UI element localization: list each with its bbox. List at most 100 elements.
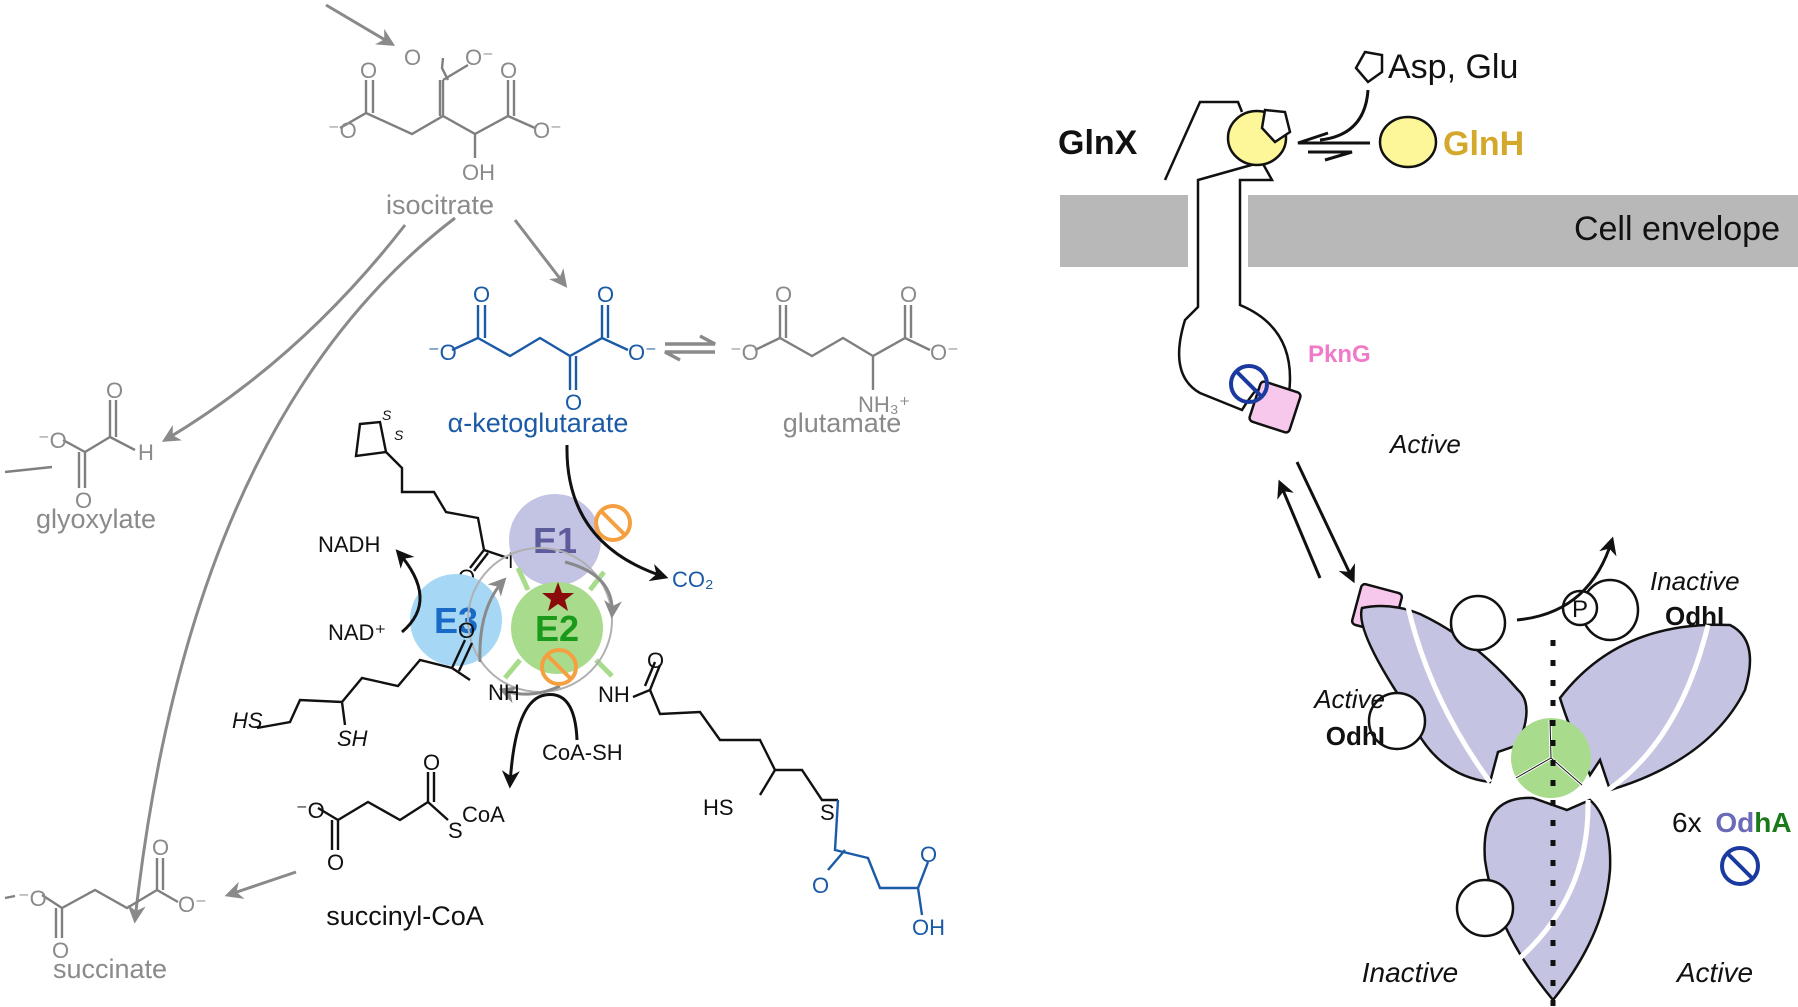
succinyl-coa-structure: ⁻O O O S CoA: [296, 750, 505, 875]
left-panel: ⁻O O O O⁻ O O⁻ OH isocitrate ⁻O O H O gl…: [4, 3, 959, 984]
atom-label: NH: [488, 680, 520, 705]
atom-label: HS: [703, 795, 734, 820]
pkng-arrow-down: [1295, 461, 1355, 584]
ligand-bound-icon: [1260, 108, 1292, 144]
bottom-left-state: Inactive: [1362, 957, 1459, 988]
atom-label: ⁻O: [730, 340, 759, 365]
glnh-free: [1378, 115, 1438, 169]
atom-label: O: [500, 58, 517, 83]
atom-label: S: [820, 800, 835, 825]
succinate-structure: ⁻O O O O⁻: [4, 835, 207, 963]
atom-label: O⁻: [930, 340, 959, 365]
svg-text:P: P: [1572, 596, 1588, 623]
atom-label: O: [360, 58, 377, 83]
active-pkng-label: Active: [1388, 429, 1461, 459]
cycle-arrow-bottom: [498, 684, 561, 704]
isocitrate-label: isocitrate: [386, 190, 494, 220]
atom-label: O: [152, 835, 169, 860]
release-arrow: [1516, 536, 1617, 622]
glnx-protein: [1163, 100, 1292, 412]
inhibit-icon: [1229, 364, 1269, 404]
arrow-to-succinyl-coa: [501, 693, 579, 789]
atom-label: O: [52, 938, 69, 963]
odha-part2: hA: [1754, 807, 1791, 838]
lipoyl-arm-right: NH O HS S O O OH: [598, 648, 945, 940]
atom-label: NH: [598, 682, 630, 707]
atom-label: OH: [912, 915, 945, 940]
cell-envelope-right: [1248, 195, 1798, 267]
atom-label: O: [327, 850, 344, 875]
atom-label: ⁻O: [18, 886, 47, 911]
atom-label: NH₃⁺: [858, 392, 910, 417]
odhi-inactive: P: [1561, 578, 1640, 642]
atom-label: O: [423, 750, 440, 775]
lipoyl-arm-left: HS SH O NH: [232, 618, 520, 751]
akg-label: α-ketoglutarate: [448, 408, 629, 438]
atom-label: O: [473, 282, 490, 307]
right-panel: Cell envelope GlnX Asp, Glu GlnH PknG Ac…: [1058, 48, 1798, 1007]
equilibrium-arrow-glnh: [1297, 131, 1370, 145]
glutamate-label: glutamate: [783, 408, 902, 438]
bottom-right-state: Active: [1675, 957, 1753, 988]
equilibrium-arrow-glnh-back: [1308, 150, 1353, 162]
e3-label: E3: [434, 600, 478, 641]
e2-label: E2: [535, 608, 579, 649]
odha-part1: Od: [1715, 807, 1754, 838]
arrow-to-glyoxylate: [161, 224, 407, 442]
atom-label: O: [647, 648, 664, 673]
arrow-akg-to-co2: [565, 444, 669, 582]
coa-sh-label: CoA-SH: [542, 740, 623, 765]
active-odhi-state: Active: [1312, 684, 1385, 714]
co2-label: CO₂: [672, 567, 714, 592]
odhi-bound: [1449, 594, 1507, 652]
nad-label: NAD⁺: [328, 620, 386, 645]
glyoxylate-label: glyoxylate: [36, 504, 156, 534]
atom-label: O: [106, 378, 123, 403]
odha-complex: [1359, 594, 1752, 1007]
atom-label: O: [458, 618, 475, 643]
cycle-arrow-left: [478, 577, 507, 663]
atom-label: ⁻O: [428, 340, 457, 365]
odhi-bound: [1455, 878, 1515, 938]
atom-label: O⁻: [533, 118, 562, 143]
atom-label: ⁻O: [296, 798, 325, 823]
arrow-to-succinate: [127, 216, 456, 924]
atom-label: O⁻: [465, 45, 494, 70]
atom-label: O: [812, 873, 829, 898]
e3-enzyme: E3: [410, 574, 502, 666]
glnh-label: GlnH: [1443, 125, 1524, 163]
odhi-bound: [1367, 691, 1427, 751]
succinate-label: succinate: [53, 954, 167, 984]
atom-label: CoA: [462, 802, 505, 827]
atom-label: O: [565, 390, 582, 415]
isocitrate-structure: ⁻O O O O⁻ O O⁻ OH: [328, 45, 562, 185]
ligand-icon: [1354, 50, 1384, 84]
inactive-odhi-state: Inactive: [1650, 566, 1740, 596]
atom-label: O: [920, 842, 937, 867]
odha-count-label: 6x OdhA: [1672, 807, 1792, 838]
inhibit-icon: [540, 648, 578, 686]
atom-label: ⁻O: [328, 118, 357, 143]
atom-label: ⁻O: [38, 428, 67, 453]
nadh-label: NADH: [318, 532, 380, 557]
e2-enzyme: E2: [503, 566, 614, 680]
arrow-to-succinate-2: [224, 870, 297, 899]
atom-label: O: [900, 282, 917, 307]
ligand-binding-arrow: [1319, 89, 1370, 142]
equilibrium-arrow: [664, 334, 716, 362]
atom-label: SH: [337, 726, 368, 751]
glyoxylate-structure: ⁻O O H O: [4, 378, 154, 513]
atom-label: H: [138, 440, 154, 465]
atom-label: OH: [462, 160, 495, 185]
atom-label: O⁻: [178, 892, 207, 917]
atom-label: HS: [232, 708, 263, 733]
atom-label: O: [75, 488, 92, 513]
atom-label: S: [382, 407, 392, 423]
inhibit-icon: [594, 504, 632, 542]
atom-label: O⁻: [628, 340, 657, 365]
pkng-label: PknG: [1308, 341, 1371, 368]
star-icon: [542, 582, 574, 611]
cycle-arrow-right: [564, 560, 623, 619]
incoming-arrow: [325, 3, 396, 46]
